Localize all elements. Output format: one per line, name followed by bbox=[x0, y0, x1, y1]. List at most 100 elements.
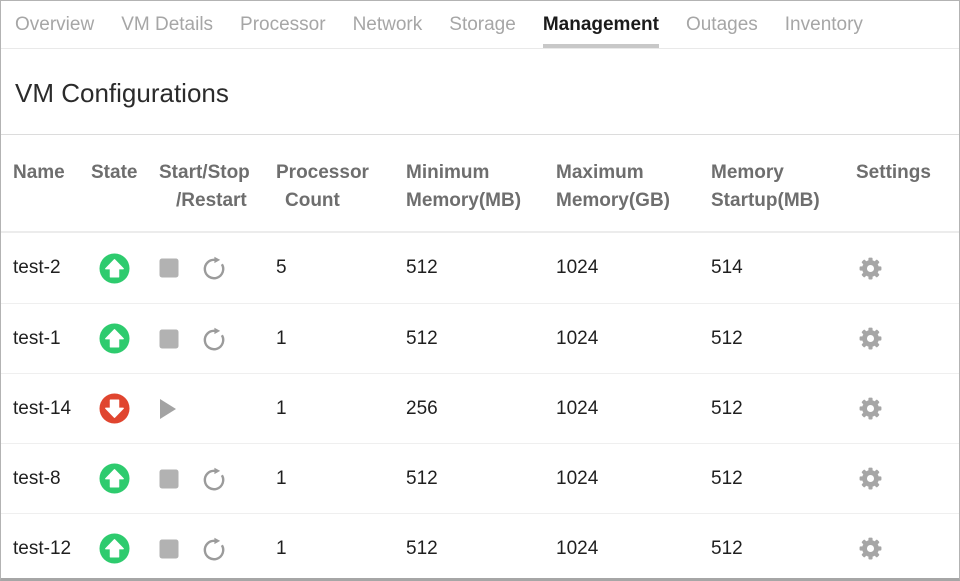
column-header-line2: Memory(MB) bbox=[406, 190, 522, 211]
settings-gear-button[interactable] bbox=[858, 536, 883, 561]
memory-startup-value: 512 bbox=[711, 327, 743, 349]
restart-arrow-icon bbox=[203, 256, 225, 280]
column-header-line1: Settings bbox=[856, 162, 931, 183]
table-row: test-14 bbox=[1, 373, 959, 443]
column-header: Start/Stop /Restart bbox=[159, 159, 276, 215]
table-row: test-1 bbox=[1, 303, 959, 373]
column-header-line1: Memory bbox=[711, 162, 784, 183]
gear-icon bbox=[859, 257, 882, 279]
column-header: Settings bbox=[856, 159, 959, 215]
column-header-line1: Maximum bbox=[556, 162, 644, 183]
memory-startup-value: 512 bbox=[711, 397, 743, 419]
minimum-memory-value: 512 bbox=[406, 257, 438, 278]
state-up-icon bbox=[99, 252, 130, 284]
settings-gear-button[interactable] bbox=[858, 256, 883, 281]
vm-settings-cell bbox=[856, 256, 959, 281]
tab-label: Outages bbox=[685, 13, 758, 35]
vm-state-cell bbox=[91, 252, 159, 284]
gear-icon bbox=[859, 467, 882, 490]
vm-actions-cell bbox=[159, 398, 276, 420]
restart-arrow-icon bbox=[203, 537, 225, 560]
restart-button[interactable] bbox=[201, 536, 227, 562]
stop-button[interactable] bbox=[159, 258, 179, 278]
stop-square-icon bbox=[159, 329, 179, 348]
settings-gear-button[interactable] bbox=[858, 326, 883, 351]
column-header: State bbox=[91, 159, 159, 215]
maximum-memory-value: 1024 bbox=[556, 397, 599, 419]
table-body: test-2 bbox=[1, 233, 959, 578]
tab-bar: Overview VM Details Processor Network St… bbox=[1, 1, 959, 49]
vm-settings-cell bbox=[856, 536, 959, 561]
tab-label: Inventory bbox=[784, 13, 863, 35]
processor-count-value: 5 bbox=[276, 257, 287, 278]
processor-count-value: 1 bbox=[276, 467, 287, 489]
tab-label: Management bbox=[542, 13, 659, 35]
vm-actions-cell bbox=[159, 326, 276, 352]
tab-label: Processor bbox=[240, 13, 326, 35]
vm-actions-cell bbox=[159, 466, 276, 492]
column-header-line1: Processor bbox=[276, 162, 369, 183]
column-header-line2: Startup(MB) bbox=[711, 190, 820, 211]
state-up-icon bbox=[99, 323, 130, 354]
stop-square-icon bbox=[159, 469, 179, 488]
column-header: Minimum Memory(MB) bbox=[406, 159, 556, 215]
gear-icon bbox=[859, 397, 882, 420]
processor-count-value: 1 bbox=[276, 537, 287, 559]
tab-inventory[interactable]: Inventory bbox=[785, 1, 863, 48]
page-title: VM Configurations bbox=[1, 49, 959, 135]
restart-button[interactable] bbox=[201, 466, 227, 492]
start-button[interactable] bbox=[159, 398, 177, 420]
vm-state-cell bbox=[91, 393, 159, 424]
state-down-icon bbox=[99, 393, 130, 424]
stop-square-icon bbox=[159, 258, 179, 278]
table-row: test-8 bbox=[1, 443, 959, 513]
stop-button[interactable] bbox=[159, 469, 179, 489]
restart-button[interactable] bbox=[201, 326, 227, 352]
column-header: Processor Count bbox=[276, 159, 406, 215]
memory-startup-value: 512 bbox=[711, 467, 743, 489]
column-header-line2: Memory(GB) bbox=[556, 190, 671, 211]
column-header-line1: Name bbox=[13, 162, 65, 183]
stop-square-icon bbox=[159, 539, 179, 558]
column-header-line2: Count bbox=[285, 190, 340, 211]
stop-button[interactable] bbox=[159, 539, 179, 559]
column-header: Name bbox=[13, 159, 91, 215]
column-header: Memory Startup(MB) bbox=[711, 159, 856, 215]
tab-management[interactable]: Management bbox=[542, 1, 659, 48]
settings-gear-button[interactable] bbox=[858, 466, 883, 491]
state-up-icon bbox=[99, 463, 130, 494]
settings-gear-button[interactable] bbox=[858, 396, 883, 421]
processor-count-value: 1 bbox=[276, 397, 287, 419]
tab-processor[interactable]: Processor bbox=[240, 1, 326, 48]
column-header-line1: Start/Stop bbox=[159, 162, 250, 183]
vm-state-cell bbox=[91, 463, 159, 494]
tab-network[interactable]: Network bbox=[353, 1, 423, 48]
tab-storage[interactable]: Storage bbox=[449, 1, 516, 48]
tab-outages[interactable]: Outages bbox=[686, 1, 758, 48]
tab-label: Overview bbox=[15, 13, 95, 35]
maximum-memory-value: 1024 bbox=[556, 327, 599, 349]
tab-overview[interactable]: Overview bbox=[15, 1, 94, 48]
restart-button[interactable] bbox=[201, 255, 227, 281]
minimum-memory-value: 512 bbox=[406, 327, 438, 349]
processor-count-value: 1 bbox=[276, 327, 287, 349]
vm-name: test-8 bbox=[13, 467, 61, 489]
column-header-line1: State bbox=[91, 162, 138, 183]
vm-actions-cell bbox=[159, 536, 276, 562]
tab-label: Network bbox=[352, 13, 423, 35]
gear-icon bbox=[859, 327, 882, 350]
tab-vm-details[interactable]: VM Details bbox=[121, 1, 213, 48]
column-header-line2: /Restart bbox=[176, 190, 247, 211]
vm-state-cell bbox=[91, 533, 159, 564]
column-header: Maximum Memory(GB) bbox=[556, 159, 711, 215]
table-row: test-12 bbox=[1, 513, 959, 578]
vm-name: test-1 bbox=[13, 327, 61, 349]
restart-arrow-icon bbox=[203, 327, 225, 350]
vm-settings-cell bbox=[856, 326, 959, 351]
vm-settings-cell bbox=[856, 396, 959, 421]
minimum-memory-value: 256 bbox=[406, 397, 438, 419]
stop-button[interactable] bbox=[159, 329, 179, 349]
state-up-icon bbox=[99, 533, 130, 564]
table-row: test-2 bbox=[1, 233, 959, 303]
